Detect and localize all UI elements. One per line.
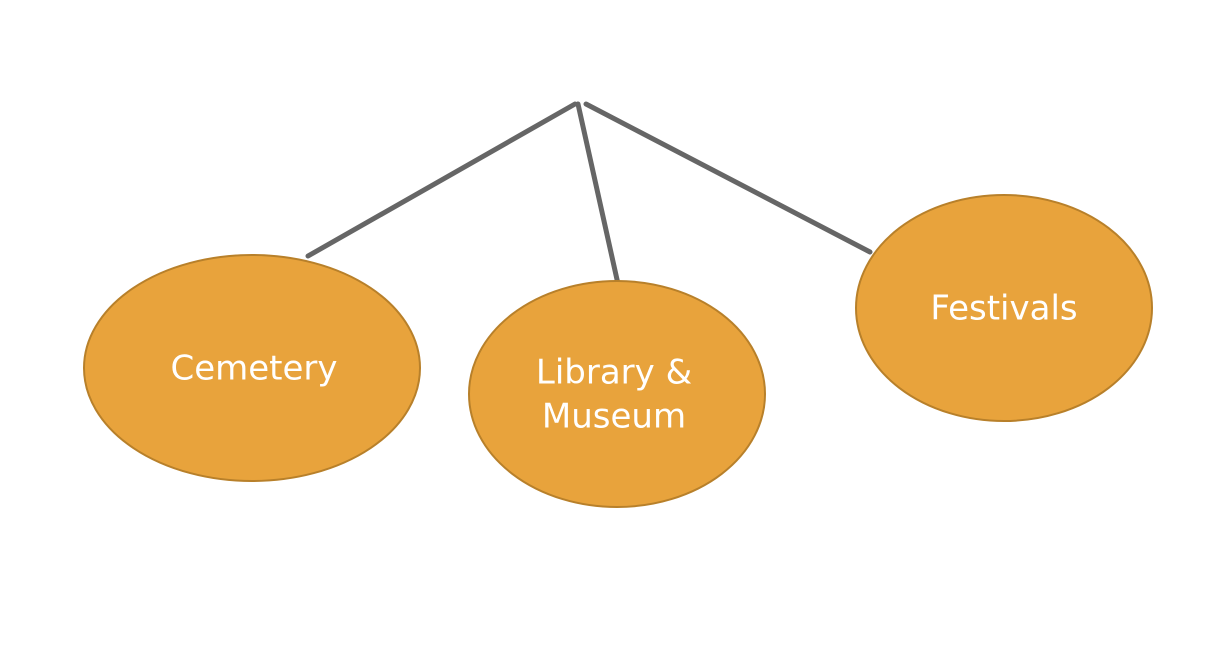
connectors [305,101,873,287]
connector-to-library-museum [575,101,621,287]
connector-to-cemetery [305,101,578,259]
node-library-museum-shape [468,280,766,508]
node-library-museum: Library & Museum [468,280,766,508]
node-cemetery: Cemetery [83,254,421,482]
node-library-museum-label-line2: Museum [542,397,686,437]
node-festivals: Festivals [855,194,1153,422]
connector-to-festivals [583,101,873,255]
node-festivals-shape [855,194,1153,422]
node-cemetery-label: Cemetery [170,349,337,389]
node-cemetery-shape [83,254,421,482]
node-library-museum-label-line1: Library & [536,353,692,393]
node-festivals-label: Festivals [930,289,1077,329]
